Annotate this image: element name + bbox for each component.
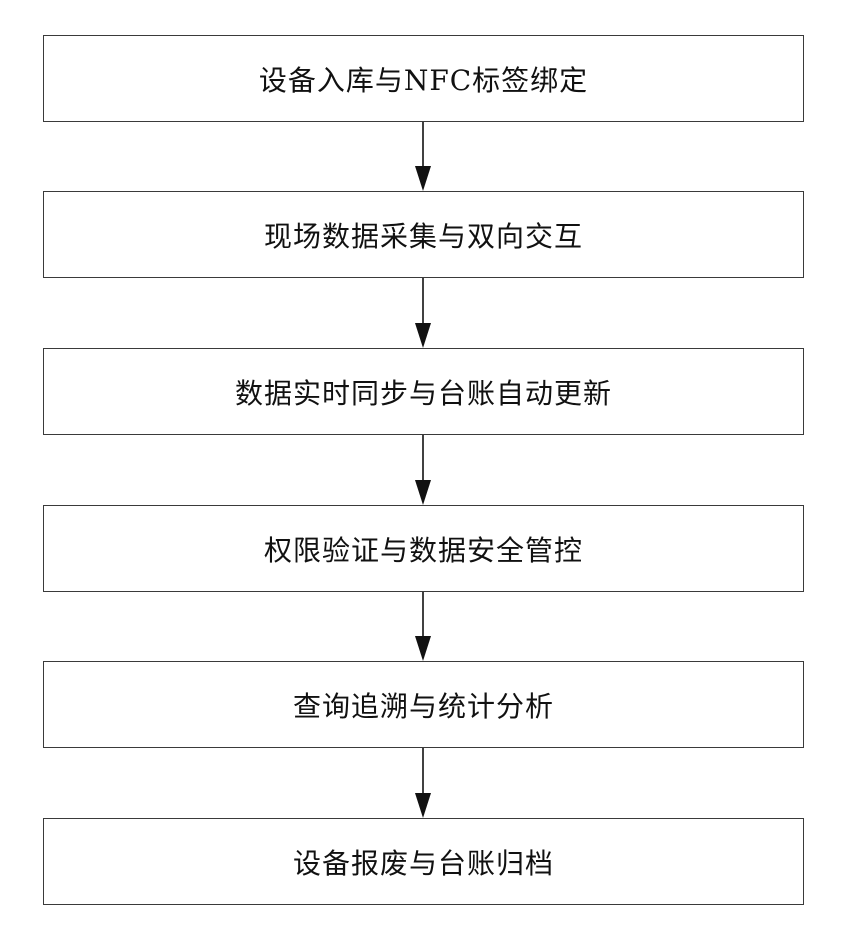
down-arrow-connector	[412, 278, 434, 348]
flow-step-label: 设备报废与台账归档	[293, 842, 554, 882]
down-arrow-connector	[412, 435, 434, 505]
flow-step-box: 查询追溯与统计分析	[43, 661, 804, 748]
flow-step-box: 设备报废与台账归档	[43, 818, 804, 905]
flow-step-box: 现场数据采集与双向交互	[43, 191, 804, 278]
arrow-down-icon	[412, 435, 434, 505]
flow-step-box: 设备入库与NFC标签绑定	[43, 35, 804, 122]
flow-step-label: 权限验证与数据安全管控	[264, 529, 583, 569]
arrow-down-icon	[412, 122, 434, 191]
down-arrow-connector	[412, 748, 434, 818]
arrow-down-icon	[412, 278, 434, 348]
flow-step-label: 查询追溯与统计分析	[293, 685, 554, 725]
flow-step-box: 权限验证与数据安全管控	[43, 505, 804, 592]
arrow-down-icon	[412, 592, 434, 661]
flow-step-label: 现场数据采集与双向交互	[264, 215, 583, 255]
arrow-down-icon	[412, 748, 434, 818]
flow-step-label: 数据实时同步与台账自动更新	[235, 372, 612, 412]
flow-step-label: 设备入库与NFC标签绑定	[259, 59, 588, 99]
down-arrow-connector	[412, 122, 434, 191]
down-arrow-connector	[412, 592, 434, 661]
flow-step-box: 数据实时同步与台账自动更新	[43, 348, 804, 435]
